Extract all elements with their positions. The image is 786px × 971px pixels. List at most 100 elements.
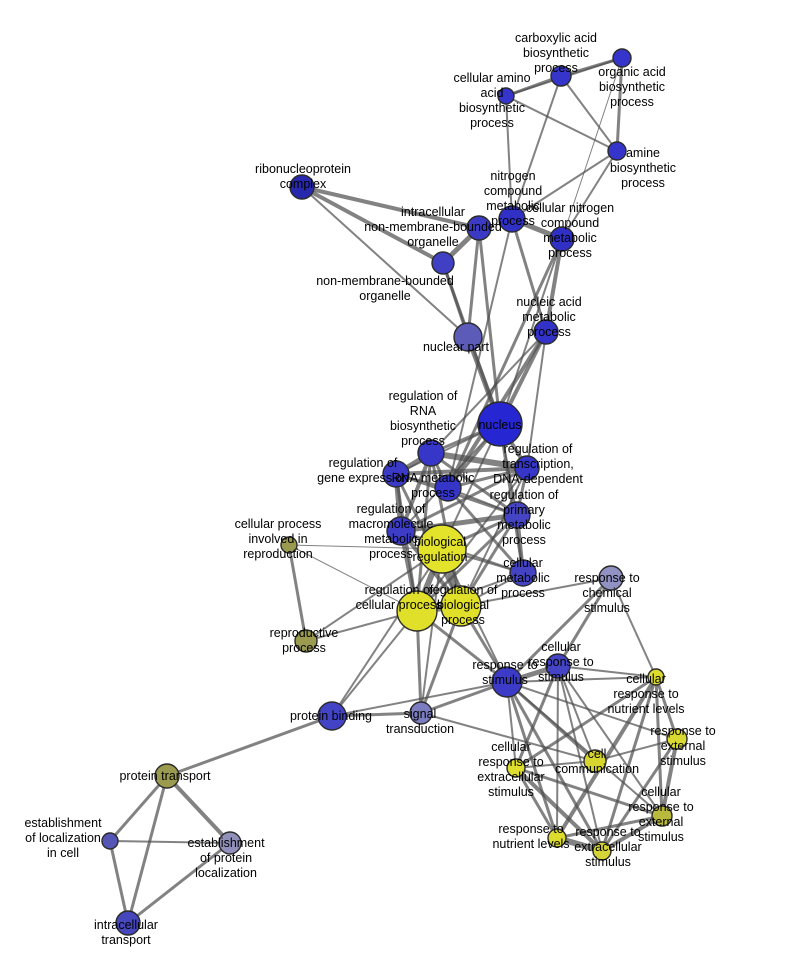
- node-amine-biosynthetic-process[interactable]: [607, 141, 627, 161]
- node-organic-acid-biosynthetic-process[interactable]: [612, 48, 632, 68]
- edge-protein-binding--protein-transport: [166, 714, 333, 778]
- node-biological-regulation[interactable]: [417, 524, 467, 574]
- edge-cellular-process-involved-in-reproduction--reproductive-process: [287, 544, 308, 642]
- edge-cellular-response-to-nutrient-levels--cellular-response-to-external-stimulus: [654, 676, 664, 817]
- edge-ribonucleoprotein-complex--non-membrane-bounded-organelle: [301, 185, 444, 265]
- node-response-to-chemical-stimulus[interactable]: [598, 565, 624, 591]
- node-protein-transport[interactable]: [154, 763, 180, 789]
- node-response-to-nutrient-levels[interactable]: [547, 828, 567, 848]
- edge-cellular-nitrogen-compound-metabolic-process--rna-metabolic-process: [446, 238, 564, 489]
- node-protein-binding[interactable]: [317, 701, 347, 731]
- edge-protein-transport--establishment-of-localization-in-cell: [108, 775, 169, 842]
- edge-ribonucleoprotein-complex--nuclear-part: [301, 186, 469, 338]
- edge-biological-regulation--protein-binding: [331, 548, 443, 717]
- node-establishment-of-protein-localization[interactable]: [218, 831, 242, 855]
- edge-cellular-response-to-stimulus--cellular-response-to-nutrient-levels: [557, 665, 657, 678]
- node-nucleus[interactable]: [477, 401, 523, 447]
- node-regulation-of-transcription-dna-dependent[interactable]: [514, 455, 540, 481]
- edge-intracellular-non-membrane-bounded-organelle--nucleus: [477, 227, 502, 425]
- node-cellular-amino-acid-biosynthetic-process[interactable]: [497, 87, 515, 105]
- node-regulation-of-primary-metabolic-process[interactable]: [503, 501, 531, 529]
- edge-cellular-amino-acid-biosynthetic-process--nitrogen-compound-metabolic-process: [505, 95, 513, 220]
- edge-cellular-response-to-stimulus--response-to-chemical-stimulus: [556, 577, 613, 667]
- edge-cellular-response-to-stimulus--response-to-nutrient-levels: [556, 665, 559, 839]
- node-regulation-of-rna-biosynthetic-process[interactable]: [417, 439, 445, 467]
- node-cellular-response-to-nutrient-levels[interactable]: [647, 668, 665, 686]
- edge-intracellular-non-membrane-bounded-organelle--nuclear-part: [466, 227, 481, 338]
- node-non-membrane-bounded-organelle[interactable]: [431, 251, 455, 275]
- edge-regulation-of-transcription-dna-dependent--regulation-of-cellular-process: [416, 467, 528, 612]
- node-cellular-response-to-extracellular-stimulus[interactable]: [506, 758, 526, 778]
- node-carboxylic-acid-biosynthetic-process[interactable]: [550, 65, 572, 87]
- node-intracellular-non-membrane-bounded-organelle[interactable]: [466, 215, 492, 241]
- edge-regulation-of-primary-metabolic-process--regulation-of-macromolecule-metabolic-process: [400, 512, 518, 534]
- edge-regulation-of-cellular-process--protein-binding: [331, 610, 418, 717]
- edge-response-to-stimulus--response-to-nutrient-levels: [505, 681, 559, 839]
- edge-organic-acid-biosynthetic-process--cellular-nitrogen-compound-metabolic-process: [561, 57, 623, 240]
- edge-regulation-of-transcription-dna-dependent--regulation-of-gene-expression: [395, 466, 528, 476]
- edge-cell-communication--signal-transduction: [420, 712, 596, 762]
- edge-carboxylic-acid-biosynthetic-process--amine-biosynthetic-process: [560, 75, 618, 152]
- edge-regulation-of-transcription-dna-dependent--regulation-of-macromolecule-metabolic-process: [400, 466, 528, 533]
- edge-cell-communication--cellular-response-to-extracellular-stimulus: [515, 760, 596, 769]
- node-signal-transduction[interactable]: [409, 701, 433, 725]
- edge-establishment-of-localization-in-cell--intracellular-transport: [108, 840, 130, 924]
- node-nitrogen-compound-metabolic-process[interactable]: [498, 205, 526, 233]
- edge-response-to-stimulus--response-to-external-stimulus: [506, 681, 678, 740]
- node-cellular-response-to-external-stimulus[interactable]: [651, 805, 673, 827]
- node-regulation-of-macromolecule-metabolic-process[interactable]: [386, 516, 416, 546]
- node-regulation-of-biological-process[interactable]: [440, 585, 482, 627]
- node-establishment-of-localization-in-cell[interactable]: [101, 832, 119, 850]
- edge-regulation-of-primary-metabolic-process--regulation-of-cellular-process: [415, 513, 519, 613]
- edge-cellular-response-to-external-stimulus--response-to-extracellular-stimulus: [600, 814, 664, 853]
- node-regulation-of-gene-expression[interactable]: [382, 460, 410, 488]
- edge-protein-transport--establishment-of-protein-localization: [165, 774, 232, 845]
- node-rna-metabolic-process[interactable]: [434, 474, 462, 502]
- node-cellular-nitrogen-compound-metabolic-process[interactable]: [549, 226, 575, 252]
- edge-regulation-of-rna-biosynthetic-process--regulation-of-primary-metabolic-process: [430, 451, 518, 517]
- edge-regulation-of-biological-process--response-to-chemical-stimulus: [460, 577, 612, 607]
- nodes-layer: [101, 48, 688, 936]
- node-cellular-response-to-stimulus[interactable]: [545, 653, 571, 679]
- edge-cellular-response-to-extracellular-stimulus--response-to-extracellular-stimulus: [514, 766, 604, 853]
- edge-response-to-external-stimulus--response-to-extracellular-stimulus: [600, 738, 679, 852]
- node-intracellular-transport[interactable]: [115, 910, 141, 936]
- node-response-to-extracellular-stimulus[interactable]: [592, 841, 612, 861]
- node-reproductive-process[interactable]: [294, 629, 318, 653]
- edge-response-to-stimulus--response-to-extracellular-stimulus: [505, 681, 604, 852]
- node-cell-communication[interactable]: [583, 749, 607, 773]
- edges-layer: [108, 56, 679, 925]
- edge-response-to-stimulus--cellular-response-to-nutrient-levels: [506, 676, 657, 683]
- edge-organic-acid-biosynthetic-process--amine-biosynthetic-process: [615, 57, 624, 152]
- node-nuclear-part[interactable]: [453, 322, 483, 352]
- edge-response-to-stimulus--protein-binding: [331, 681, 508, 717]
- node-regulation-of-cellular-process[interactable]: [396, 590, 438, 632]
- edge-cellular-nitrogen-compound-metabolic-process--nucleic-acid-metabolic-process: [544, 238, 564, 333]
- node-ribonucleoprotein-complex[interactable]: [289, 174, 315, 200]
- node-response-to-external-stimulus[interactable]: [666, 728, 688, 750]
- edge-establishment-of-protein-localization--intracellular-transport: [127, 841, 231, 925]
- node-response-to-stimulus[interactable]: [491, 666, 523, 698]
- node-cellular-metabolic-process[interactable]: [509, 559, 537, 587]
- edge-amine-biosynthetic-process--cellular-nitrogen-compound-metabolic-process: [561, 150, 618, 240]
- node-nucleic-acid-metabolic-process[interactable]: [533, 319, 559, 345]
- edge-cellular-amino-acid-biosynthetic-process--amine-biosynthetic-process: [505, 95, 618, 152]
- edge-cellular-response-to-stimulus--response-to-extracellular-stimulus: [557, 665, 603, 852]
- edge-response-to-external-stimulus--cell-communication: [594, 738, 678, 762]
- edge-biological-regulation--reproductive-process: [305, 548, 443, 642]
- edge-response-to-external-stimulus--cellular-response-to-external-stimulus: [660, 738, 679, 817]
- edge-cellular-response-to-nutrient-levels--cellular-response-to-extracellular-stimulus: [515, 675, 657, 770]
- node-cellular-process-involved-in-reproduction[interactable]: [280, 536, 298, 554]
- edge-cellular-response-to-stimulus--cellular-response-to-extracellular-stimulus: [514, 665, 560, 769]
- edge-response-to-stimulus--response-to-chemical-stimulus: [505, 576, 613, 684]
- edge-response-to-stimulus--cellular-response-to-external-stimulus: [506, 681, 663, 817]
- edge-nucleic-acid-metabolic-process--regulation-of-rna-biosynthetic-process: [430, 331, 547, 454]
- edge-cellular-response-to-extracellular-stimulus--response-to-nutrient-levels: [514, 767, 559, 839]
